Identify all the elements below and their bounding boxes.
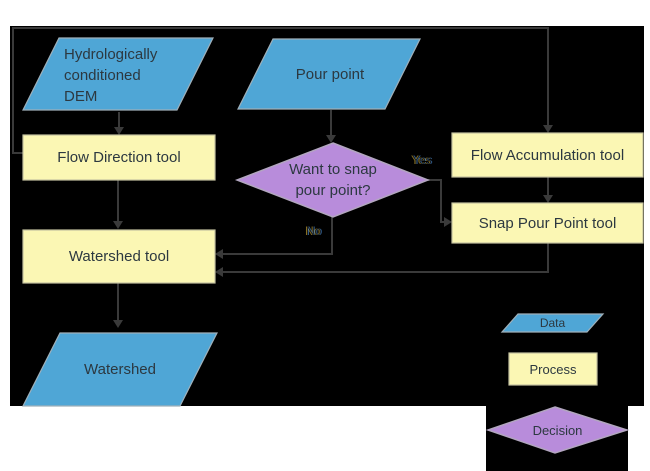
flow-direction-rect bbox=[22, 134, 216, 181]
edge-pour-point-to-decision bbox=[326, 110, 336, 143]
edge-line bbox=[223, 217, 333, 255]
edge-decision-no-to-watershed-tool bbox=[215, 217, 333, 259]
arrowhead-down bbox=[543, 195, 553, 203]
pour-point-label: Pour point bbox=[295, 65, 365, 83]
yes-edge-label: Yes bbox=[412, 153, 432, 167]
snap-pour-point-label: Snap Pour Point tool bbox=[478, 214, 617, 232]
watershed-tool-rect bbox=[22, 229, 216, 284]
arrowhead-left bbox=[215, 249, 223, 259]
edge-snap-pour-point-to-watershed-tool bbox=[215, 243, 549, 277]
edge-decision-yes-to-snap-pour-point bbox=[428, 179, 452, 227]
arrowhead-down bbox=[326, 135, 336, 143]
dem-label-line3: DEM bbox=[64, 88, 98, 105]
dem-parallelogram bbox=[22, 37, 214, 111]
decision-diamond bbox=[234, 142, 431, 218]
pour-point-parallelogram bbox=[237, 38, 421, 110]
watershed-tool-label: Watershed tool bbox=[68, 248, 170, 265]
edge-flow-direction-to-flow-accumulation bbox=[12, 27, 553, 154]
decision-label-line2: pour point? bbox=[295, 182, 371, 199]
flow-direction-label: Flow Direction tool bbox=[57, 149, 181, 166]
watershed-parallelogram bbox=[22, 332, 218, 407]
flow-accumulation-label: Flow Accumulation tool bbox=[470, 146, 625, 164]
no-edge-label: No bbox=[306, 224, 322, 238]
arrowhead-left bbox=[215, 267, 223, 277]
legend-process-label: Process bbox=[529, 361, 577, 377]
arrowhead-down bbox=[113, 221, 123, 229]
edge-line bbox=[12, 27, 549, 154]
decision-label: Want to snap pour point? bbox=[253, 150, 413, 210]
dem-label-line1: Hydrologically bbox=[64, 46, 158, 63]
edge-watershed-tool-to-watershed bbox=[113, 283, 123, 328]
edge-flow-accumulation-to-snap-pour-point bbox=[543, 177, 553, 203]
legend-process-rect bbox=[508, 352, 598, 386]
snap-pour-point-rect bbox=[451, 202, 644, 244]
watershed-label: Watershed bbox=[84, 361, 156, 378]
decision-label-line1: Want to snap bbox=[289, 161, 377, 178]
legend-decision-diamond bbox=[485, 406, 630, 454]
edge-flow-direction-to-watershed-tool bbox=[113, 180, 123, 229]
legend-data-parallelogram bbox=[500, 313, 605, 333]
flow-accumulation-rect bbox=[451, 132, 644, 178]
arrowhead-down bbox=[543, 125, 553, 133]
legend-decision-label: Decision bbox=[532, 422, 583, 438]
edge-dem-to-flow-direction bbox=[114, 112, 124, 135]
edge-line bbox=[428, 179, 444, 223]
arrowhead-right bbox=[444, 217, 452, 227]
arrowhead-down bbox=[113, 320, 123, 328]
legend-data-label: Data bbox=[539, 315, 566, 330]
dem-label-line2: conditioned bbox=[64, 67, 141, 84]
edge-line bbox=[223, 243, 549, 273]
dem-label: Hydrologically conditioned DEM bbox=[64, 44, 209, 108]
arrowhead-down bbox=[114, 127, 124, 135]
